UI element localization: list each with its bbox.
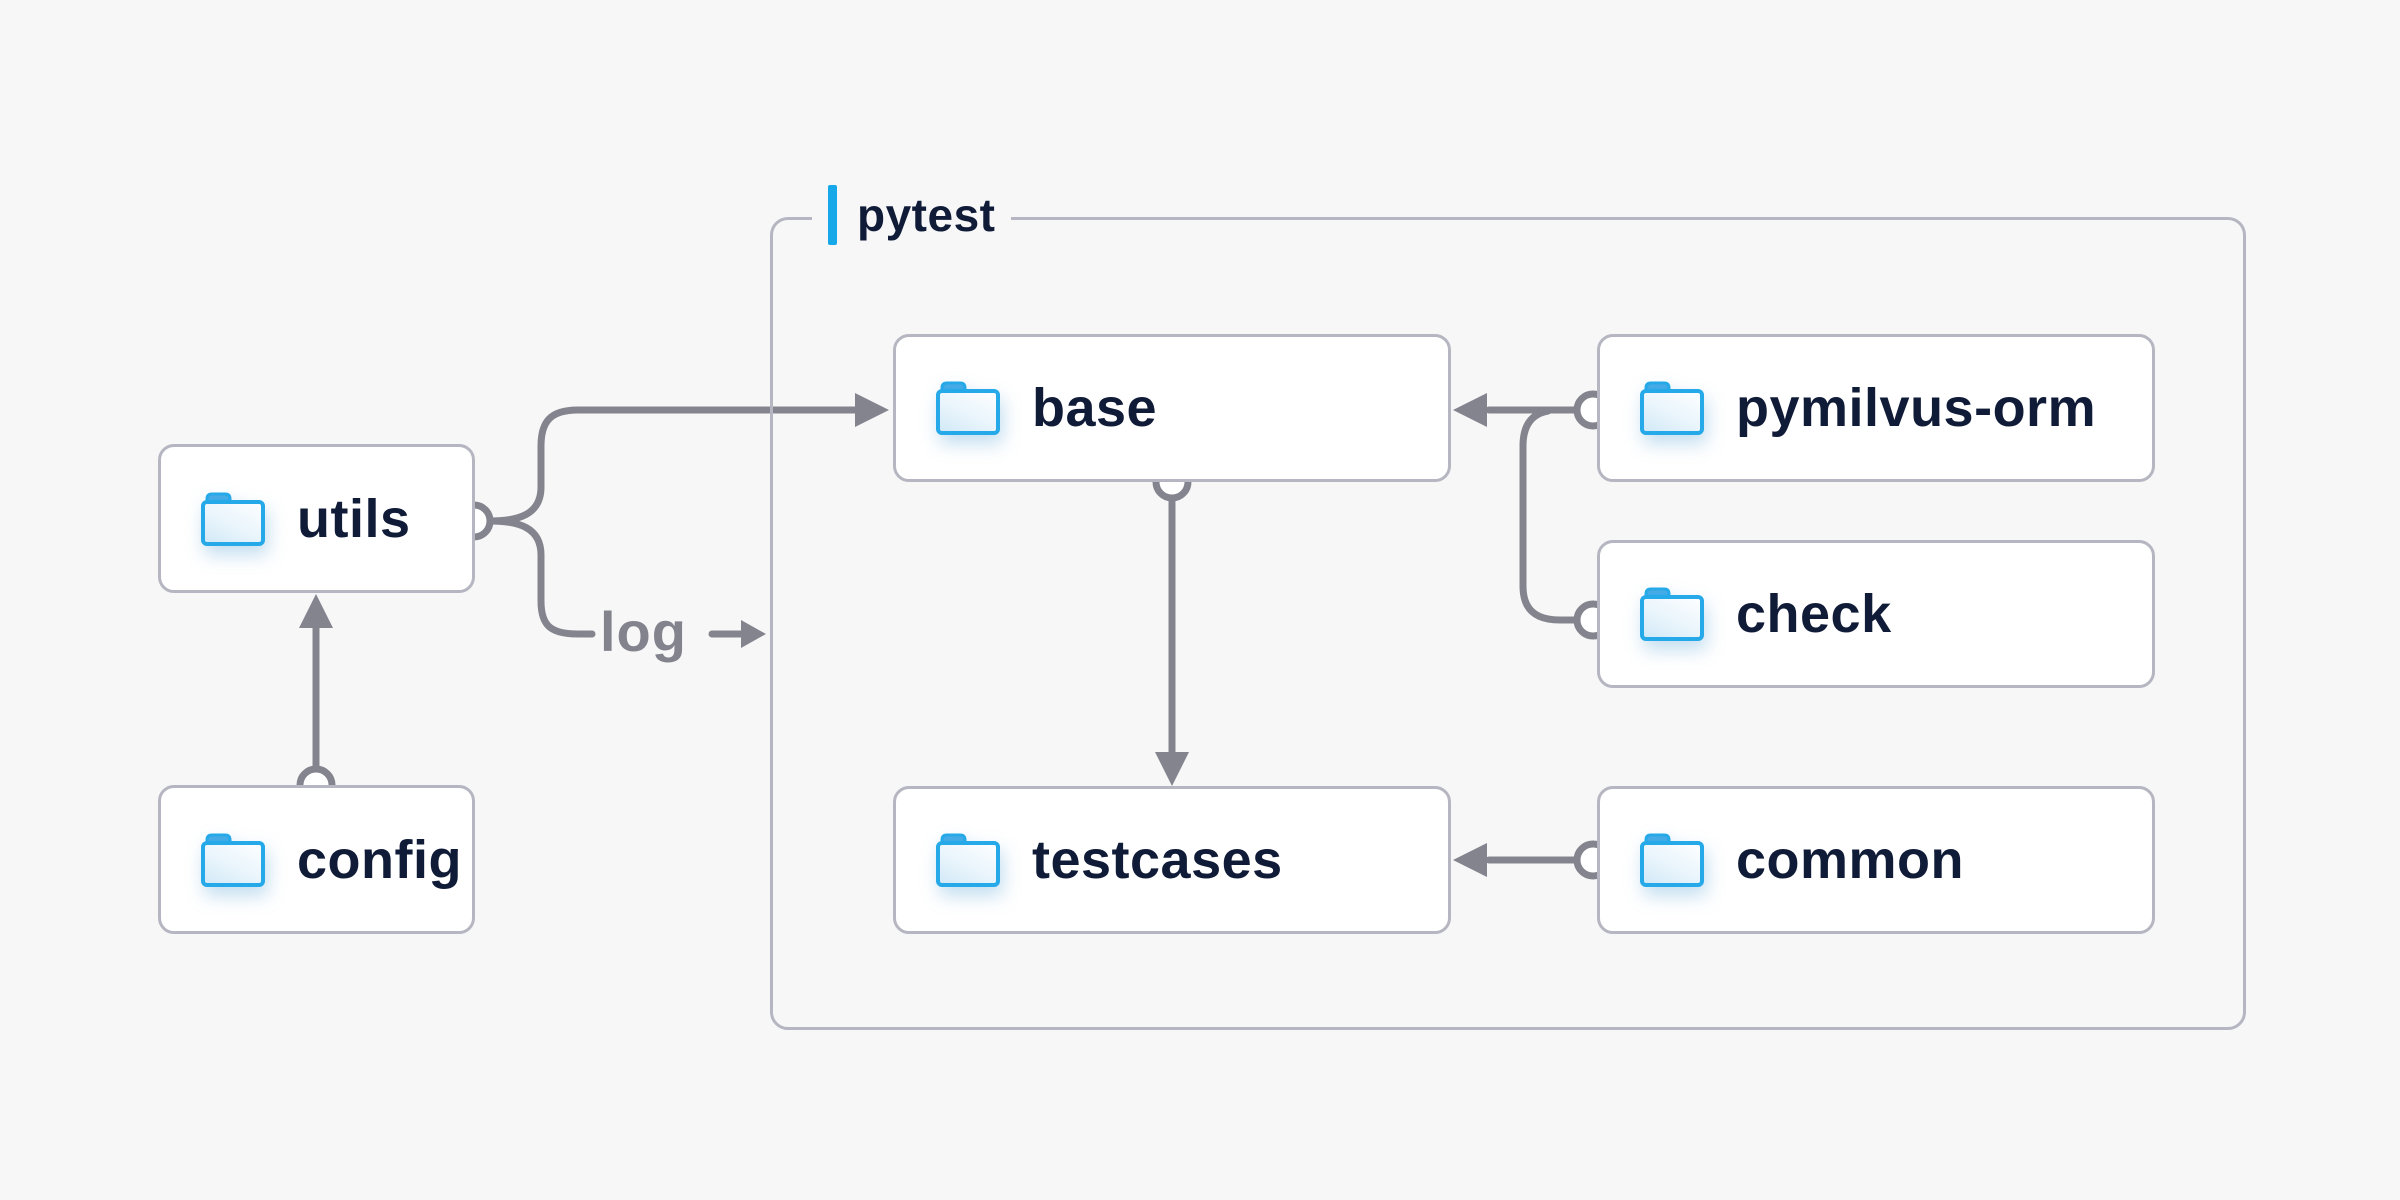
node-config: config — [158, 785, 475, 934]
pytest-group-box — [770, 217, 2246, 1030]
folder-icon — [936, 381, 1000, 435]
folder-icon — [201, 492, 265, 546]
node-base: base — [893, 334, 1451, 482]
node-label: check — [1736, 584, 1892, 644]
node-label: base — [1032, 378, 1158, 438]
node-pymilvus-orm: pymilvus-orm — [1597, 334, 2155, 482]
node-label: utils — [297, 488, 411, 549]
log-label: log — [600, 599, 687, 663]
folder-icon — [1640, 587, 1704, 641]
node-check: check — [1597, 540, 2155, 688]
pytest-group-title: pytest — [857, 189, 996, 241]
folder-icon — [936, 833, 1000, 887]
node-common: common — [1597, 786, 2155, 934]
folder-icon — [1640, 833, 1704, 887]
accent-bar — [828, 185, 837, 245]
node-testcases: testcases — [893, 786, 1451, 934]
node-label: testcases — [1032, 830, 1283, 890]
node-utils: utils — [158, 444, 475, 593]
folder-icon — [201, 833, 265, 887]
pytest-group-label: pytest — [812, 183, 1012, 247]
folder-icon — [1640, 381, 1704, 435]
node-label: config — [297, 829, 462, 890]
node-label: pymilvus-orm — [1736, 378, 2097, 438]
node-label: common — [1736, 830, 1965, 890]
edge-config-utils — [296, 594, 336, 805]
